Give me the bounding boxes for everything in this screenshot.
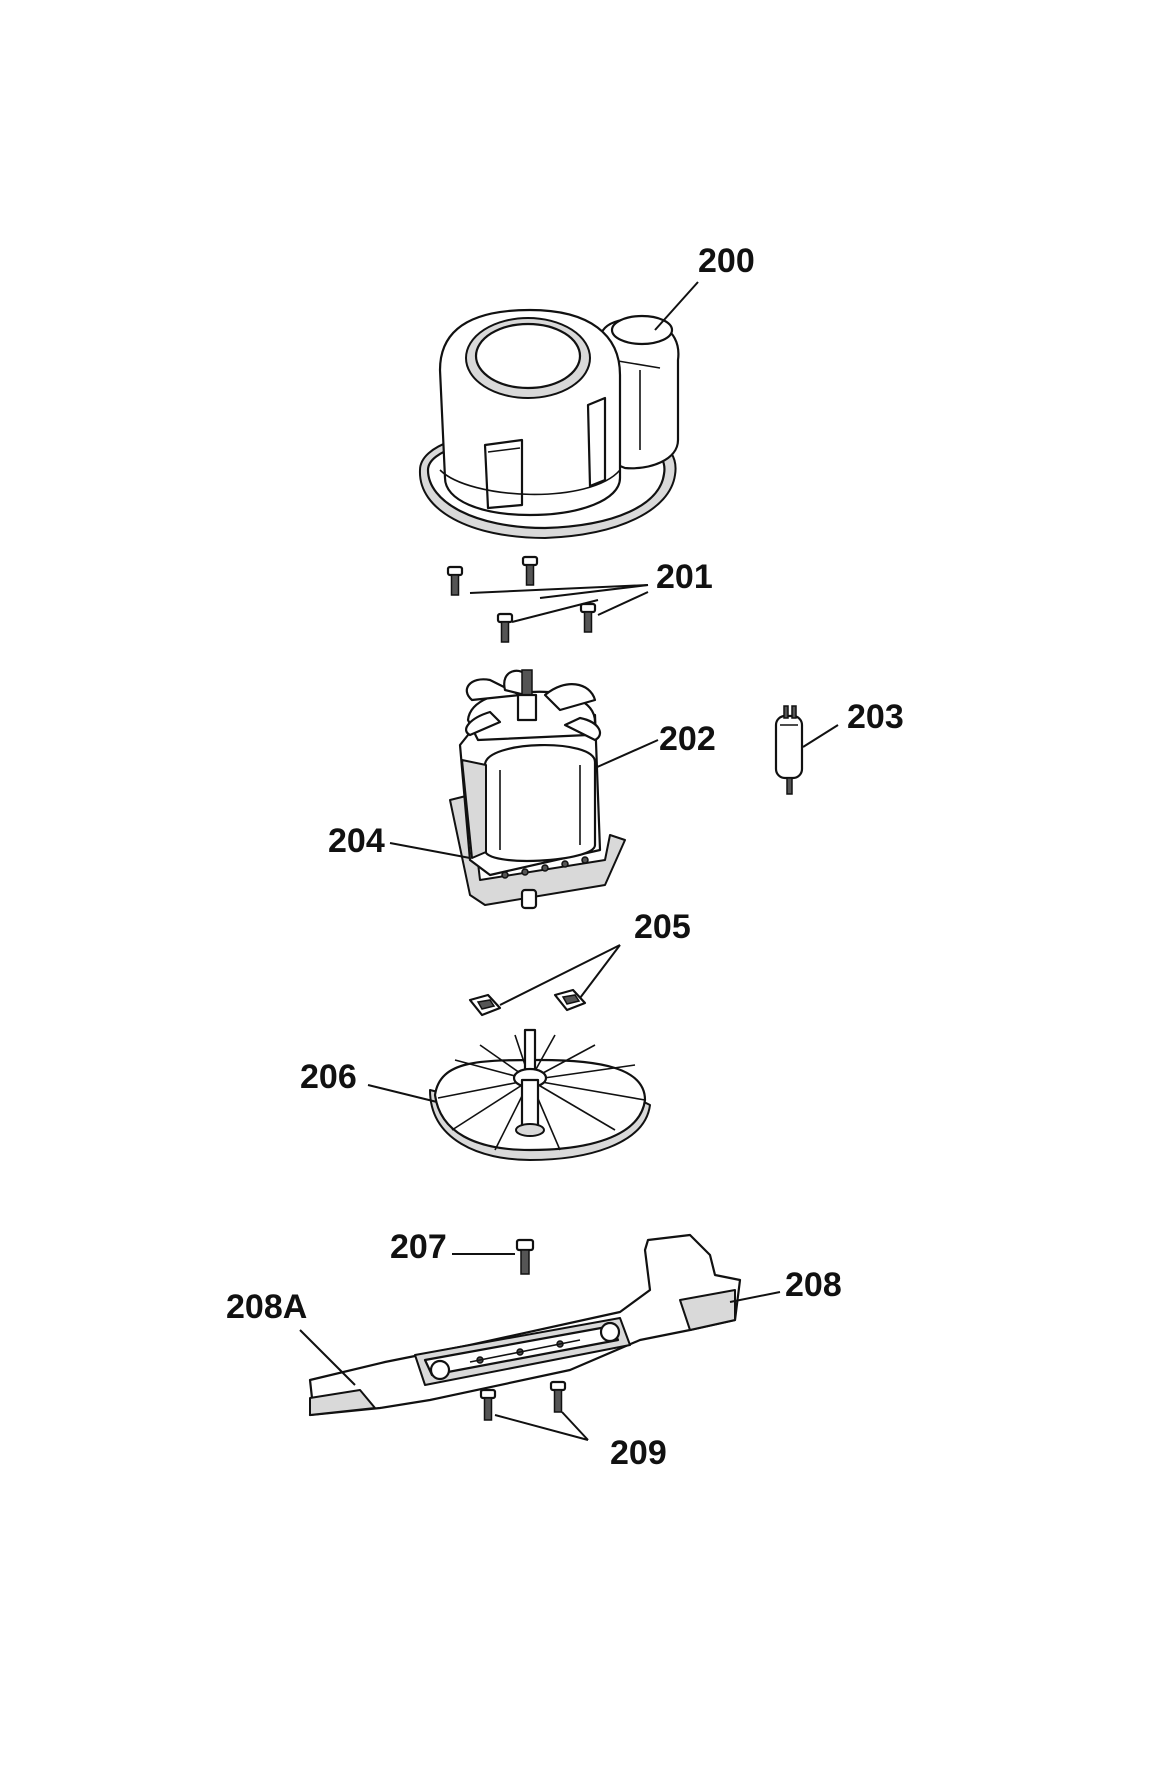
callout-204: 204 <box>328 822 385 860</box>
screw-set-209 <box>479 1380 567 1421</box>
bolt-207 <box>515 1238 535 1275</box>
fan-206 <box>429 1028 651 1161</box>
callout-209: 209 <box>610 1434 667 1472</box>
callout-202: 202 <box>659 720 716 758</box>
callout-203: 203 <box>847 698 904 736</box>
callout-208A: 208A <box>226 1288 307 1326</box>
leader-lines <box>299 281 839 1441</box>
callout-207: 207 <box>390 1228 447 1266</box>
callout-206: 206 <box>300 1058 357 1096</box>
screw-set-201 <box>446 555 597 643</box>
callout-201: 201 <box>656 558 713 596</box>
callout-205: 205 <box>634 908 691 946</box>
callout-200: 200 <box>698 242 755 280</box>
motor-assembly <box>449 669 626 910</box>
motor-housing-cover <box>418 308 680 539</box>
capacitor-203 <box>774 705 804 795</box>
callout-208: 208 <box>785 1266 842 1304</box>
clip-set-205 <box>468 988 587 1017</box>
mower-blade-208 <box>308 1233 742 1417</box>
